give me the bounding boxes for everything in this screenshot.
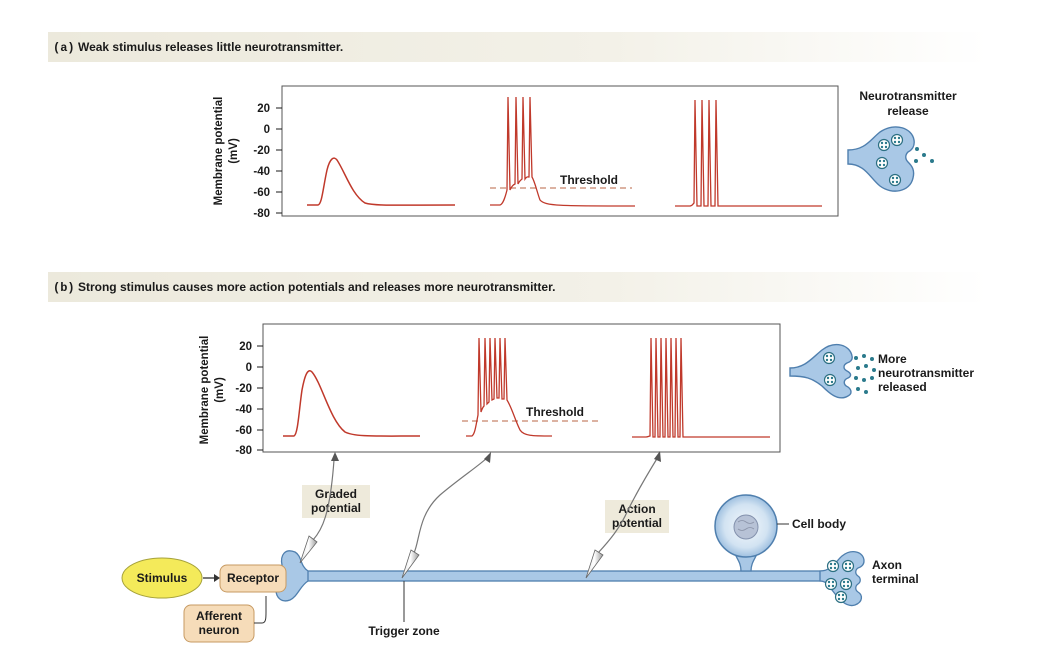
graded-electrode xyxy=(299,535,318,564)
receptor-node xyxy=(219,564,287,593)
stimulus-node xyxy=(121,557,203,599)
panel-b-letter: (b) xyxy=(53,281,75,295)
panel-a-terminal-label-line1: Neurotransmitter xyxy=(859,89,957,103)
afferent-connector xyxy=(254,596,267,624)
receptor-label: Receptor xyxy=(227,571,279,585)
panel-b-plot: Membrane potential (mV) 20 0 -20 -40 -60… xyxy=(199,323,781,457)
cell-body-label: Cell body xyxy=(792,517,846,531)
action-label-line2: potential xyxy=(612,516,662,530)
trigger-electrode-wire xyxy=(413,456,489,554)
stimulus-label: Stimulus xyxy=(137,571,188,585)
nucleus xyxy=(733,514,759,540)
panel-b-tick: -60 xyxy=(235,425,252,437)
axon-terminal-label-line2: terminal xyxy=(872,572,919,586)
panel-a-tick: -40 xyxy=(253,166,270,178)
panel-b-trigger-trace xyxy=(466,337,553,437)
panel-b-threshold-label: Threshold xyxy=(526,405,584,419)
panel-a-graded-trace xyxy=(307,157,456,206)
graded-electrode-wire xyxy=(312,459,335,541)
panel-a-threshold-label: Threshold xyxy=(560,173,618,187)
afferent-label-line2: neuron xyxy=(199,623,240,637)
panel-a-letter: (a) xyxy=(53,41,75,55)
axon-terminal-label-line1: Axon xyxy=(872,558,902,572)
graded-label-line2: potential xyxy=(311,501,361,515)
panel-b-tick: 0 xyxy=(246,362,252,374)
panel-a-tick: -20 xyxy=(253,145,270,157)
graded-potential-label-box xyxy=(302,485,370,518)
panel-a-tick: -60 xyxy=(253,187,270,199)
panel-a-plot-frame xyxy=(281,85,839,217)
panel-b-ylabel-line2: (mV) xyxy=(214,377,226,403)
panel-b-tick: 20 xyxy=(239,341,252,353)
afferent-label-line1: Afferent xyxy=(196,609,242,623)
graded-label-line1: Graded xyxy=(315,487,357,501)
panel-b-terminal-label-line1: More xyxy=(878,352,907,366)
panel-a-action-trace xyxy=(675,99,822,207)
panel-a-tick: -80 xyxy=(253,208,270,220)
panel-b-banner: (b) Strong stimulus causes more action p… xyxy=(48,272,988,302)
panel-b-caption: Strong stimulus causes more action poten… xyxy=(77,280,556,294)
panel-a-tick: 20 xyxy=(257,103,270,115)
panel-a-plot: Membrane potential (mV) 20 0 -20 -40 -60… xyxy=(213,85,839,220)
panel-b-graded-trace xyxy=(283,370,421,437)
panel-a-axon-terminal xyxy=(847,126,934,192)
panel-a-ylabel-line2: (mV) xyxy=(228,138,240,164)
panel-b-plot-frame xyxy=(262,323,781,453)
trigger-electrode xyxy=(401,549,420,579)
panel-b-tick: -80 xyxy=(235,445,252,457)
panel-a-ylabel-line1: Membrane potential xyxy=(213,97,225,206)
panel-a-banner: (a) Weak stimulus releases little neurot… xyxy=(48,32,988,62)
panel-a-trigger-trace xyxy=(490,96,636,207)
panel-b-terminal-label-line2: neurotransmitter xyxy=(878,366,974,380)
trigger-zone-label: Trigger zone xyxy=(368,624,440,638)
neuron xyxy=(275,494,865,607)
panel-b-ylabel-line1: Membrane potential xyxy=(199,336,211,445)
panel-a-caption: Weak stimulus releases little neurotrans… xyxy=(77,40,344,54)
panel-b-terminal-label-line3: released xyxy=(878,380,927,394)
action-electrode xyxy=(585,549,604,579)
panel-a-terminal-label-line2: release xyxy=(887,104,929,118)
action-electrode-wire xyxy=(597,456,659,554)
panel-b-axon-terminal xyxy=(789,343,876,399)
action-label-line1: Action xyxy=(618,502,655,516)
axon xyxy=(294,570,826,582)
panel-b-action-trace xyxy=(632,337,770,438)
action-potential-label-box xyxy=(605,500,669,533)
panel-b-tick: -40 xyxy=(235,404,252,416)
panel-b-tick: -20 xyxy=(235,383,252,395)
panel-a-tick: 0 xyxy=(264,124,270,136)
